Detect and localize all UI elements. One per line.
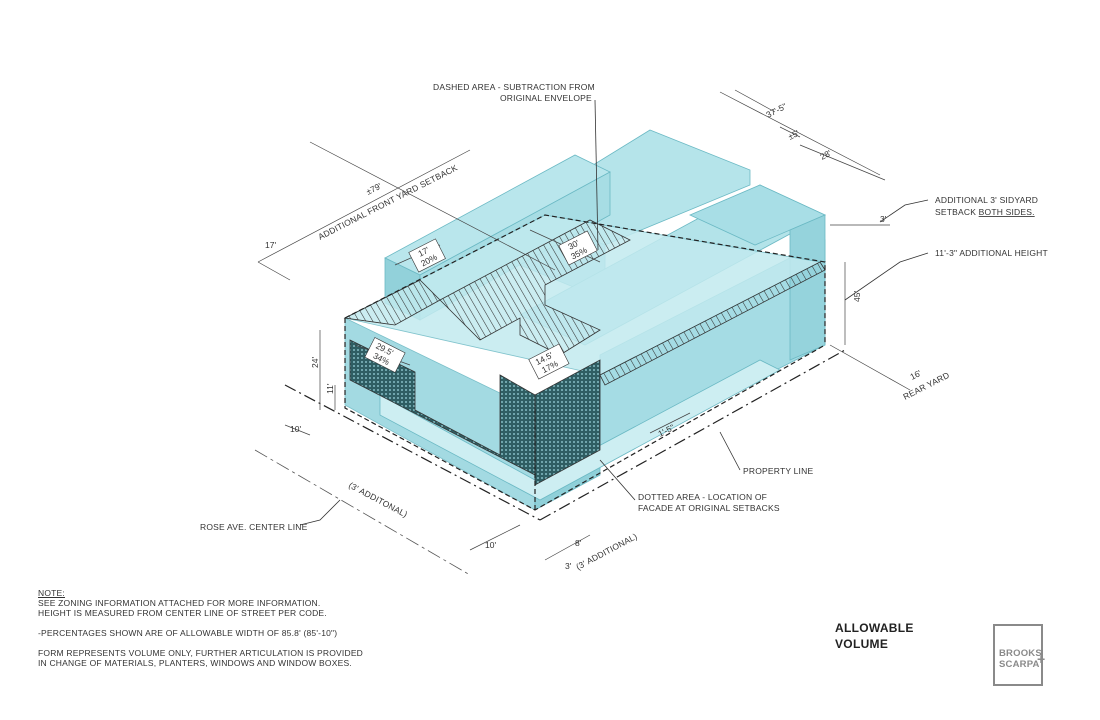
sideyard-label-1: ADDITIONAL 3' SIDYARD [935,195,1038,205]
note-line-1: SEE ZONING INFORMATION ATTACHED FOR MORE… [38,598,321,608]
dim-3-right: 3' [880,214,887,224]
dotted-area-label-2: FACADE AT ORIGINAL SETBACKS [638,503,780,513]
dotted-facade [349,339,601,486]
dim-11: 11' [325,383,335,394]
property-line-label: PROPERTY LINE [743,466,813,476]
dim-45: 45' [852,291,862,302]
property-lines [254,349,846,576]
side-additional-label-2: (3' ADDITIONAL) [574,531,639,572]
dim-28: 28' [818,148,833,162]
dim-79: ±79' [364,181,383,197]
dim-24: 24' [310,357,320,368]
dim-pm5: ±5' [786,128,801,142]
dim-17-left: 17' [265,240,276,250]
tag-17: 17' [416,245,431,259]
dotted-area-label-1: DOTTED AREA - LOCATION OF [638,492,767,502]
dim-10-bottom: 10' [485,540,496,550]
drawing-title: ALLOWABLE VOLUME [835,620,914,652]
title-line-1: ALLOWABLE [835,621,914,635]
dashed-area-label-1: DASHED AREA - SUBTRACTION FROM [433,82,595,92]
logo-line-1: BROOKS [999,648,1042,659]
note-line-3: -PERCENTAGES SHOWN ARE OF ALLOWABLE WIDT… [38,628,338,638]
tag-30-35: 30' 35% [558,230,598,266]
center-line-label: ROSE AVE. CENTER LINE [200,522,308,532]
original-envelope-outline [344,214,826,511]
width-tags: 17' 20% 30' 35% 29.5' 34% 14.5' 17% [364,230,598,380]
additional-height-label: 11'-3" ADDITIONAL HEIGHT [935,248,1048,258]
note-heading: NOTE: [38,588,65,598]
note-line-2: HEIGHT IS MEASURED FROM CENTER LINE OF S… [38,608,327,618]
dim-16: 16' [908,368,923,382]
dotted-left-face [349,339,536,476]
dim-10-left: 10' [290,424,301,434]
logo-plus: + [1037,651,1046,667]
dotted-right-face [534,359,601,486]
main-end-face [789,214,826,361]
tag-17-20: 17' 20% [408,238,446,273]
note-line-5: IN CHANGE OF MATERIALS, PLANTERS, WINDOW… [38,658,352,668]
note-line-4: FORM REPRESENTS VOLUME ONLY, FURTHER ART… [38,648,364,658]
dim-37-5: 37'-5" [764,101,788,120]
tag-30: 30' [566,238,581,252]
logo-line-2: SCARPA [999,659,1040,670]
dim-8: 8' [575,538,582,548]
dashed-area-label-2: ORIGINAL ENVELOPE [500,93,592,103]
notes-block: NOTE: SEE ZONING INFORMATION ATTACHED FO… [38,588,378,668]
sideyard-label-2: SETBACK BOTH SIDES. [935,207,1035,217]
tag-29-34: 29.5' 34% [364,337,406,373]
dimension-lines [257,89,911,561]
leader-lines [299,99,929,526]
side-additional-label-1: (3' ADDITONAL) [347,480,409,519]
sideyard-label-underlined: BOTH SIDES. [979,207,1035,217]
sideyard-label-prefix: SETBACK [935,207,979,217]
brooks-scarpa-logo: BROOKS SCARPA + [993,624,1046,686]
tag-14-17: 14.5' 17% [528,343,570,380]
title-line-2: VOLUME [835,637,889,651]
dim-3-bottom: 3' [565,561,572,571]
